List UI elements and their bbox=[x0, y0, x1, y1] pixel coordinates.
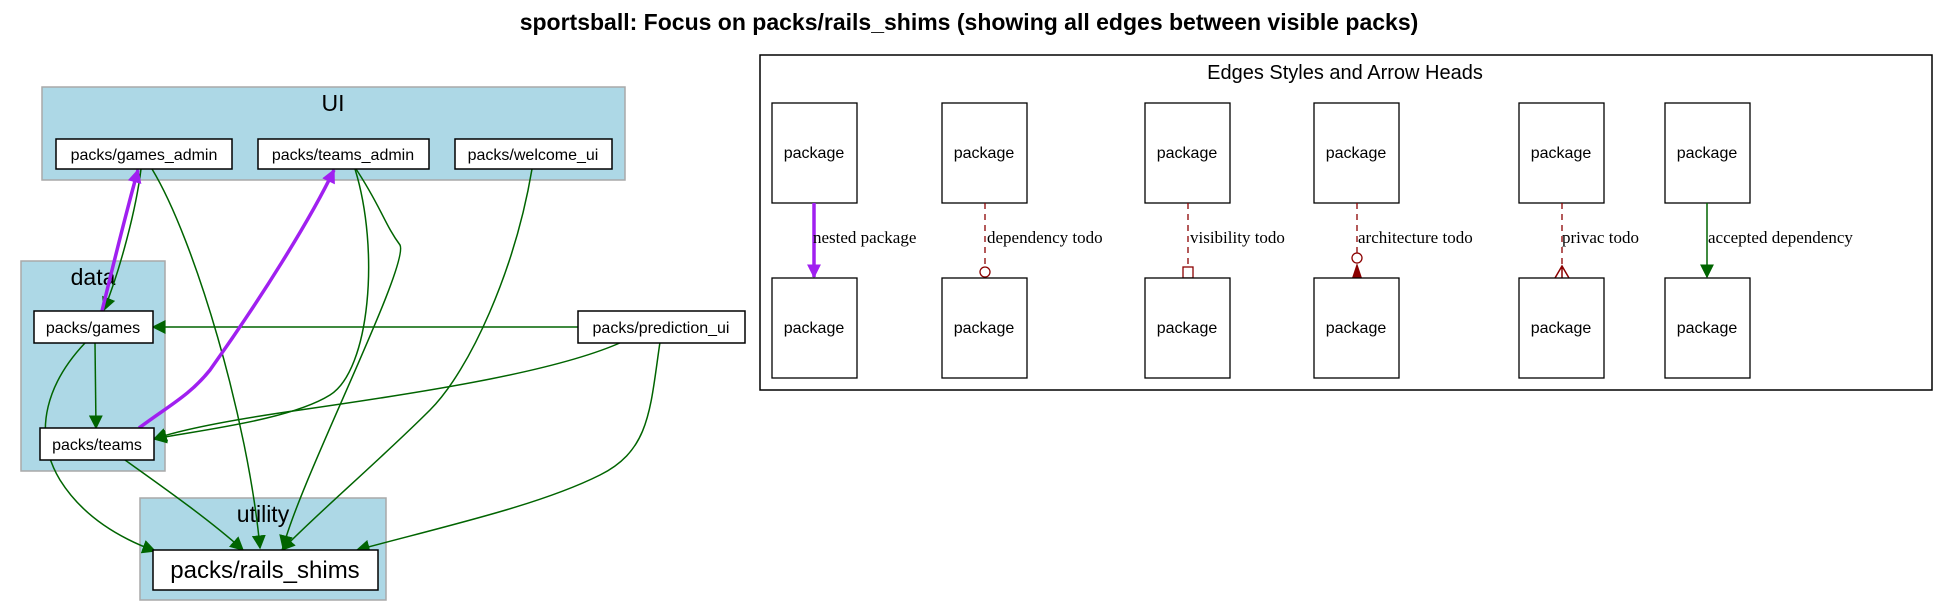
edge-welcome-ui-to-rails-shims bbox=[281, 168, 533, 552]
legend-package-label: package bbox=[954, 320, 1015, 337]
legend: Edges Styles and Arrow Heads package nes… bbox=[759, 54, 1933, 391]
legend-edge-label: privac todo bbox=[1562, 228, 1639, 247]
node-teams[interactable]: packs/teams bbox=[39, 427, 155, 461]
legend-package-label: package bbox=[1677, 320, 1738, 337]
legend-title: Edges Styles and Arrow Heads bbox=[1207, 62, 1483, 84]
legend-edge-label: accepted dependency bbox=[1708, 228, 1853, 247]
legend-item-nested-package: package nested package package bbox=[771, 102, 916, 379]
node-teams-admin-label: packs/teams_admin bbox=[272, 147, 414, 164]
edge-teams-admin-to-rails-shims bbox=[279, 168, 402, 550]
edge-games-to-teams bbox=[88, 342, 103, 430]
legend-edge-label: visibility todo bbox=[1190, 228, 1285, 247]
node-prediction-ui[interactable]: packs/prediction_ui bbox=[577, 310, 746, 344]
edge-teams-to-teams-admin bbox=[137, 168, 336, 430]
node-rails-shims[interactable]: packs/rails_shims bbox=[152, 549, 379, 591]
legend-package-label: package bbox=[1531, 320, 1592, 337]
legend-package-label: package bbox=[1157, 145, 1218, 162]
node-teams-label: packs/teams bbox=[52, 437, 142, 454]
legend-package-label: package bbox=[1326, 145, 1387, 162]
legend-package-label: package bbox=[784, 145, 845, 162]
node-games-admin[interactable]: packs/games_admin bbox=[55, 138, 233, 170]
node-games-admin-label: packs/games_admin bbox=[71, 147, 218, 164]
legend-item-dependency-todo: package dependency todo package bbox=[941, 102, 1103, 379]
node-rails-shims-label: packs/rails_shims bbox=[170, 557, 359, 584]
node-games-label: packs/games bbox=[46, 320, 140, 337]
cluster-utility-label: utility bbox=[237, 501, 290, 527]
legend-package-label: package bbox=[1677, 145, 1738, 162]
edge-games-admin-to-rails-shims bbox=[151, 168, 266, 550]
legend-edge-label: dependency todo bbox=[987, 228, 1103, 247]
legend-package-label: package bbox=[784, 320, 845, 337]
legend-item-accepted-dependency: package accepted dependency package bbox=[1664, 102, 1853, 379]
edges bbox=[44, 168, 661, 554]
edge-games-to-games-admin bbox=[100, 168, 142, 312]
node-teams-admin[interactable]: packs/teams_admin bbox=[257, 138, 430, 170]
node-games[interactable]: packs/games bbox=[33, 310, 154, 344]
node-prediction-ui-label: packs/prediction_ui bbox=[593, 320, 730, 337]
page-title: sportsball: Focus on packs/rails_shims (… bbox=[520, 9, 1419, 35]
legend-item-architecture-todo: package architecture todo package bbox=[1313, 102, 1473, 379]
node-welcome-ui-label: packs/welcome_ui bbox=[468, 147, 599, 164]
edge-prediction-ui-to-teams bbox=[152, 341, 623, 442]
node-welcome-ui[interactable]: packs/welcome_ui bbox=[454, 138, 613, 170]
legend-package-label: package bbox=[1157, 320, 1218, 337]
legend-edge-label: nested package bbox=[813, 228, 916, 247]
legend-package-label: package bbox=[954, 145, 1015, 162]
legend-package-label: package bbox=[1531, 145, 1592, 162]
legend-package-label: package bbox=[1326, 320, 1387, 337]
cluster-ui-label: UI bbox=[322, 90, 345, 116]
legend-edge-label: architecture todo bbox=[1358, 228, 1473, 247]
edge-prediction-ui-to-rails-shims bbox=[355, 341, 661, 554]
legend-item-privac-todo: package privac todo package bbox=[1518, 102, 1639, 379]
edge-games-to-rails-shims bbox=[44, 342, 157, 554]
legend-item-visibility-todo: package visibility todo package bbox=[1144, 102, 1285, 379]
edge-teams-to-rails-shims bbox=[124, 459, 245, 551]
edge-teams-admin-to-teams bbox=[152, 168, 370, 444]
